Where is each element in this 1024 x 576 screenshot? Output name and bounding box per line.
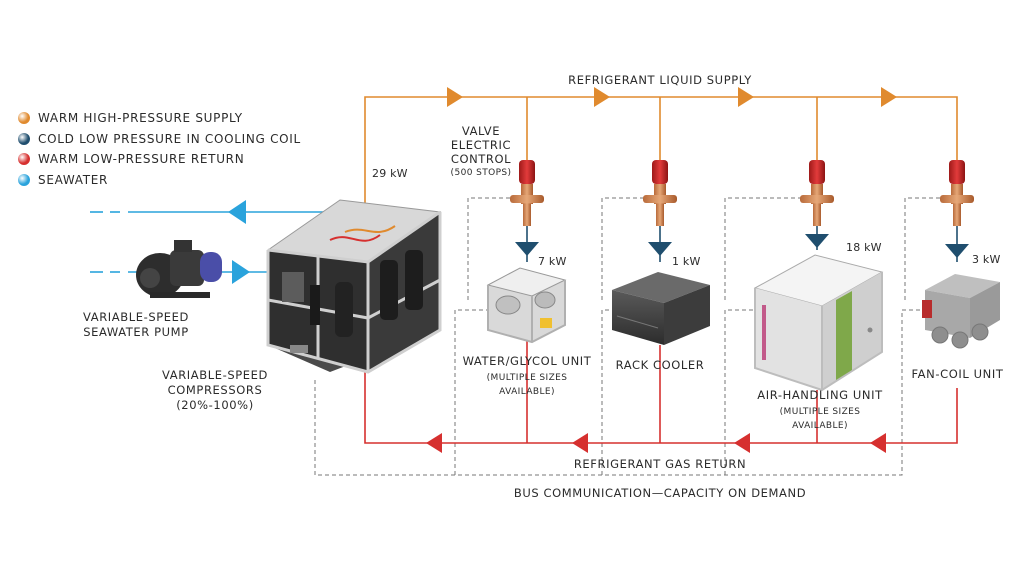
valve-1-image <box>510 160 544 226</box>
water-glycol-capacity: 7 kW <box>538 255 567 268</box>
water-glycol-unit-image <box>486 267 567 344</box>
valve-3-image <box>800 160 834 226</box>
compressor-label-line2: COMPRESSORS <box>167 383 263 397</box>
legend-dot-icon <box>18 132 30 145</box>
air-handling-note1: (MULTIPLE SIZES <box>779 407 861 417</box>
legend-dot-icon <box>18 173 30 186</box>
legend-item: WARM LOW-PRESSURE RETURN <box>18 149 301 170</box>
legend-label: WARM HIGH-PRESSURE SUPPLY <box>38 111 243 126</box>
valves <box>510 160 974 226</box>
valve-4-image <box>940 160 974 226</box>
bus-lines <box>314 197 942 476</box>
air-handling-label: AIR-HANDLING UNIT (MULTIPLE SIZES AVAILA… <box>740 388 900 433</box>
valve-label-note: (500 STOPS) <box>450 168 512 178</box>
legend-item: COLD LOW PRESSURE IN COOLING COIL <box>18 129 301 150</box>
fan-coil-capacity: 3 kW <box>972 253 1001 266</box>
water-glycol-name: WATER/GLYCOL UNIT <box>462 354 592 368</box>
valve-label-line2: ELECTRIC <box>450 138 512 152</box>
valve-label-line1: VALVE <box>461 124 501 138</box>
compressor-unit-image <box>266 199 442 374</box>
compressor-label: VARIABLE-SPEED COMPRESSORS (20%-100%) <box>140 368 290 413</box>
water-glycol-label: WATER/GLYCOL UNIT (MULTIPLE SIZES AVAILA… <box>447 354 607 399</box>
fan-coil-unit-image <box>922 274 1000 349</box>
seawater-arrows <box>228 200 250 284</box>
legend: WARM HIGH-PRESSURE SUPPLY COLD LOW PRESSU… <box>18 108 301 190</box>
air-handling-unit-image <box>753 254 884 392</box>
supply-arrows <box>447 87 897 107</box>
supply-line-label: REFRIGERANT LIQUID SUPPLY <box>568 73 752 87</box>
pump-label-line1: VARIABLE-SPEED <box>83 310 189 324</box>
water-glycol-note2: AVAILABLE) <box>499 387 555 397</box>
seawater-pump-image <box>136 240 222 298</box>
return-arrows <box>426 433 886 453</box>
valve-label: VALVE ELECTRIC CONTROL (500 STOPS) <box>436 124 526 180</box>
legend-item: SEAWATER <box>18 170 301 191</box>
valve-2-image <box>643 160 677 226</box>
compressor-label-line3: (20%-100%) <box>176 398 254 412</box>
legend-item: WARM HIGH-PRESSURE SUPPLY <box>18 108 301 129</box>
air-handling-note2: AVAILABLE) <box>792 421 848 431</box>
return-line <box>364 340 958 444</box>
cold-arrows <box>515 234 969 258</box>
legend-dot-icon <box>18 112 30 125</box>
supply-line <box>364 96 958 205</box>
rack-cooler-image <box>612 272 710 345</box>
air-handling-name: AIR-HANDLING UNIT <box>757 388 883 402</box>
valve-label-line3: CONTROL <box>450 152 512 166</box>
air-handling-capacity: 18 kW <box>846 241 882 254</box>
legend-label: COLD LOW PRESSURE IN COOLING COIL <box>38 131 301 146</box>
fan-coil-name: FAN-COIL UNIT <box>911 367 1004 381</box>
rack-cooler-name: RACK COOLER <box>615 358 705 372</box>
legend-label: WARM LOW-PRESSURE RETURN <box>38 152 245 167</box>
legend-dot-icon <box>18 153 30 166</box>
compressor-capacity: 29 kW <box>372 167 408 180</box>
water-glycol-note1: (MULTIPLE SIZES <box>486 373 568 383</box>
rack-cooler-capacity: 1 kW <box>672 255 701 268</box>
bus-line-label: BUS COMMUNICATION—CAPACITY ON DEMAND <box>513 486 807 500</box>
cold-lines <box>526 226 958 262</box>
legend-label: SEAWATER <box>38 172 109 187</box>
return-line-label: REFRIGERANT GAS RETURN <box>573 457 747 471</box>
compressor-label-line1: VARIABLE-SPEED <box>162 368 268 382</box>
pump-label: VARIABLE-SPEED SEAWATER PUMP <box>66 310 206 340</box>
pump-label-line2: SEAWATER PUMP <box>83 325 189 339</box>
